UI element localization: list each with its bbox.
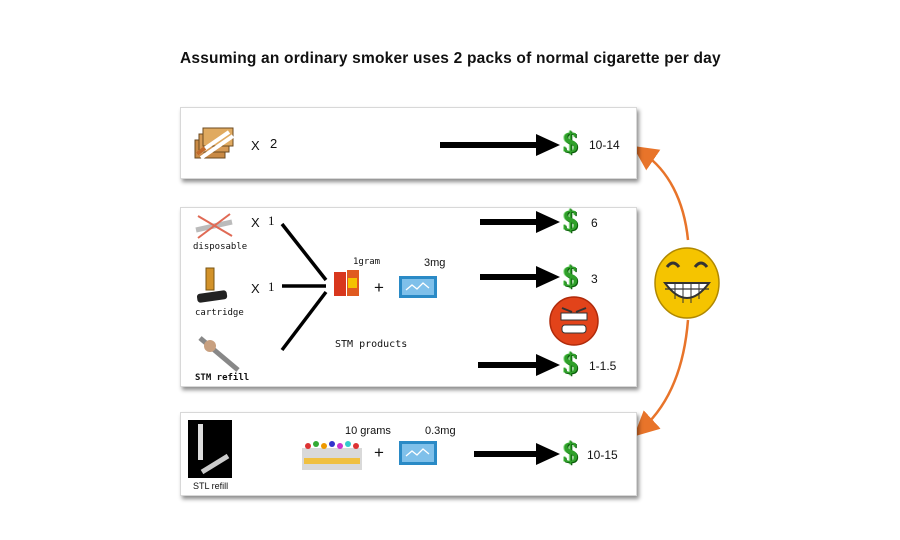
price-cartridge: 3 xyxy=(591,272,598,286)
cartridge-count: 1 xyxy=(268,279,275,294)
cartridge-icon xyxy=(196,267,228,303)
cigarette-panel xyxy=(180,107,637,179)
cartridge-label: cartridge xyxy=(195,308,244,318)
stm-panel xyxy=(180,207,637,387)
disposable-ecig-icon xyxy=(195,213,233,239)
price-stm-refill: 1-1.5 xyxy=(589,359,617,373)
dollar-icon-cigarette: $ xyxy=(563,126,578,159)
arrow-stl xyxy=(474,443,560,465)
dollar-icon-stm-refill: $ xyxy=(563,347,578,380)
angry-smiley-icon xyxy=(549,296,599,346)
stm-nicotine-amount: 3mg xyxy=(424,257,446,269)
arrows xyxy=(440,134,560,465)
stl-refill-label: STL refill xyxy=(193,481,229,491)
arrow-stm-refill xyxy=(478,354,560,376)
page-title: Assuming an ordinary smoker uses 2 packs… xyxy=(180,50,721,67)
stl-product-amount: 10 grams xyxy=(345,425,391,437)
stm-bottle-icon xyxy=(334,270,359,296)
cigarette-multiplier: X xyxy=(251,138,260,153)
stm-plus: + xyxy=(374,278,384,297)
cigarette-pack-icon xyxy=(194,127,235,160)
dollar-icon-stl: $ xyxy=(563,436,578,469)
nicotine-card-icon-stl xyxy=(399,441,437,465)
dollar-icon-cartridge: $ xyxy=(563,260,578,293)
stl-nicotine-amount: 0.3mg xyxy=(425,425,456,437)
refill-pen-icon xyxy=(198,336,240,372)
stm-product-amount: 1gram xyxy=(353,257,381,267)
dollar-icon-disposable: $ xyxy=(563,204,578,237)
stl-refill-icon xyxy=(188,420,232,478)
cartridge-multiplier: X xyxy=(251,281,260,296)
arrow-cartridge xyxy=(480,266,560,288)
nicotine-card-icon-stm xyxy=(399,276,437,298)
disposable-count: 1 xyxy=(268,213,275,228)
orange-curve-arrow-down xyxy=(633,319,690,437)
laughing-smiley-icon xyxy=(654,247,720,319)
disposable-label: disposable xyxy=(193,242,248,252)
stm-products-label: STM products xyxy=(335,339,408,350)
arrow-disposable xyxy=(480,211,560,233)
arrow-cigarette xyxy=(440,134,560,156)
price-stl: 10-15 xyxy=(587,448,618,462)
disposable-multiplier: X xyxy=(251,215,260,230)
eliquid-bottles-icon xyxy=(302,441,362,470)
branch-lines xyxy=(280,222,328,352)
cigarette-count: 2 xyxy=(270,136,278,151)
orange-curve-arrow-up xyxy=(632,145,690,241)
stm-refill-label: STM refill xyxy=(195,373,250,383)
stl-plus: + xyxy=(374,443,384,462)
price-disposable: 6 xyxy=(591,216,598,230)
price-cigarette: 10-14 xyxy=(589,138,620,152)
